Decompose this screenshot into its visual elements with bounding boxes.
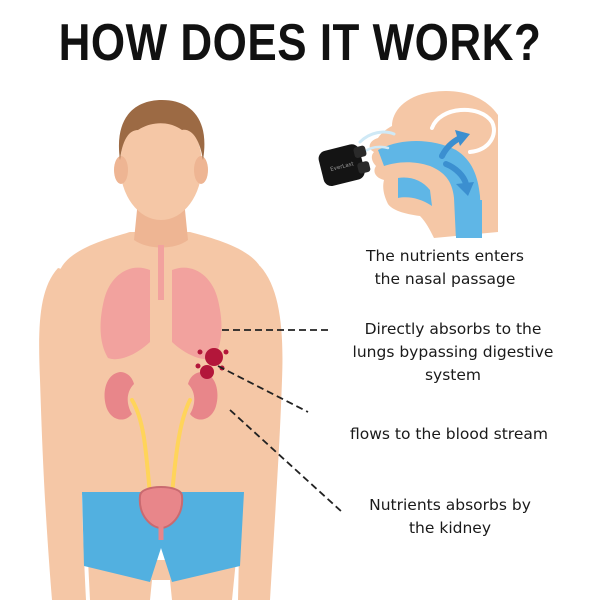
hair xyxy=(118,100,205,160)
left-lung xyxy=(100,267,150,360)
human-body xyxy=(39,100,283,600)
label-lungs: Directly absorbs to the lungs bypassing … xyxy=(352,320,554,384)
airflow-arrow-down xyxy=(443,161,474,196)
leader-line-kidney xyxy=(229,409,343,513)
right-lung xyxy=(172,267,222,360)
left-ear xyxy=(114,156,128,184)
left-ureter xyxy=(130,398,152,497)
right-ureter xyxy=(170,398,192,497)
brain-outline xyxy=(430,108,496,154)
blood-stream-point xyxy=(200,365,214,379)
left-arm xyxy=(39,268,100,600)
left-kidney xyxy=(104,372,134,420)
device-nozzle xyxy=(357,161,371,174)
right-ear xyxy=(194,156,208,184)
absorption-point xyxy=(205,348,223,366)
leader-line-blood xyxy=(217,365,309,413)
inhaler-device: EverLast xyxy=(318,144,371,186)
blood-droplet xyxy=(197,349,203,355)
head-profile xyxy=(358,90,498,240)
device-body xyxy=(318,144,365,186)
device-nozzle xyxy=(353,145,367,158)
head xyxy=(120,110,202,220)
nasal-cavity xyxy=(398,177,432,206)
label-blood-stream: flows to the blood stream xyxy=(350,425,548,443)
inhale-mist xyxy=(358,130,396,144)
blood-droplet xyxy=(223,349,229,355)
right-kidney xyxy=(188,372,218,420)
label-nasal-passage: The nutrients enters the nasal passage xyxy=(365,247,525,288)
airflow-arrow-up xyxy=(439,130,470,159)
page-title: HOW DOES IT WORK? xyxy=(58,13,542,72)
label-kidney: Nutrients absorbs by the kidney xyxy=(369,496,531,537)
throat-tube xyxy=(456,200,482,238)
bladder xyxy=(138,486,184,530)
inhale-mist xyxy=(362,145,390,154)
blood-droplet xyxy=(195,363,201,369)
device-brand: EverLast xyxy=(330,161,355,173)
